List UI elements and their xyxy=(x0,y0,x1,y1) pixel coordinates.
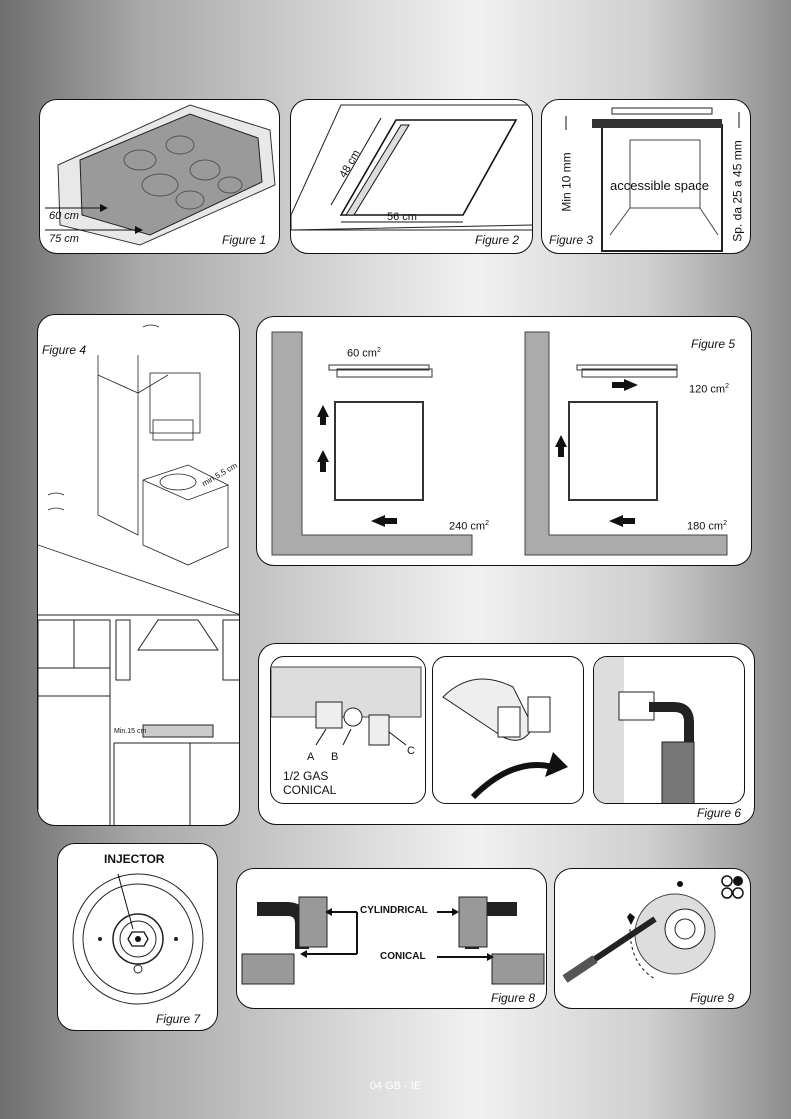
figure-8-caption: Figure 8 xyxy=(491,991,536,1005)
area-180cm2-label: 180 cm2 xyxy=(687,520,727,533)
area-180-sup: 2 xyxy=(723,520,727,527)
sp-25-45mm-label: Sp. da 25 a 45 mm xyxy=(730,140,745,242)
injector-burner-drawing xyxy=(72,873,204,1005)
min-10mm-label: Min 10 mm xyxy=(559,152,574,212)
figure-9-panel: Figure 9 xyxy=(554,868,751,1009)
figure-2-panel: 48 cm 56 cm Figure 2 xyxy=(290,99,533,254)
figure-3-panel: Min 10 mm accessible space Sp. da 25 a 4… xyxy=(541,99,751,254)
hob-cutout-illustration xyxy=(45,104,276,246)
fitting-rotation-subpanel xyxy=(432,656,584,804)
min-15cm-label: Min.15 cm xyxy=(114,728,147,735)
figure-8-panel: CYLINDRICAL CONICAL Figure 8 xyxy=(236,868,547,1009)
gas-type-label: CONICAL xyxy=(283,783,337,797)
fitting-rotation-drawing xyxy=(442,678,568,800)
area-60cm2-label: 60 cm2 xyxy=(347,347,381,360)
figure-3-caption: Figure 3 xyxy=(549,233,594,247)
area-180-value: 180 cm xyxy=(687,520,724,533)
area-120-sup: 2 xyxy=(725,383,729,390)
area-120-value: 120 cm xyxy=(689,383,726,396)
area-60-sup: 2 xyxy=(376,347,381,354)
dim-56cm-label: 56 cm xyxy=(387,211,417,223)
figure-6-caption: Figure 6 xyxy=(697,806,742,820)
gas-connector-drawing xyxy=(271,666,422,746)
knob-adjustment-drawing xyxy=(562,875,744,983)
ventilation-diagram xyxy=(271,331,728,556)
figure-7-panel: INJECTOR Figure 7 xyxy=(57,843,218,1031)
figure-6-panel: A B C 1/2 GAS CONICAL Figure 6 xyxy=(258,643,755,825)
figure-4-caption: Figure 4 xyxy=(42,343,87,357)
cylindrical-label: CYLINDRICAL xyxy=(360,905,428,916)
kitchen-installation-drawing xyxy=(38,324,239,825)
gas-connector-subpanel: A B C 1/2 GAS CONICAL xyxy=(270,656,426,804)
figure-2-caption: Figure 2 xyxy=(475,233,520,247)
figure-4-panel: Figure 4 min.5,5 cm Min.15 cm xyxy=(37,314,240,826)
area-240-sup: 2 xyxy=(485,520,489,527)
figure-5-caption: Figure 5 xyxy=(691,337,736,351)
figure-7-caption: Figure 7 xyxy=(156,1012,201,1026)
area-240cm2-label: 240 cm2 xyxy=(449,520,489,533)
figure-9-caption: Figure 9 xyxy=(690,991,735,1005)
fitting-types-drawing xyxy=(241,896,545,985)
label-b: B xyxy=(331,751,339,763)
label-a: A xyxy=(307,751,315,763)
figure-1-panel: 60 cm 75 cm Figure 1 xyxy=(39,99,280,254)
area-60-value: 60 cm xyxy=(347,347,377,360)
dim-60cm-label: 60 cm xyxy=(49,210,79,222)
elbow-hose-drawing xyxy=(594,657,695,803)
figure-5-panel: 60 cm2 240 cm2 120 cm2 180 cm2 Figure 5 xyxy=(256,316,752,566)
dim-75cm-label: 75 cm xyxy=(49,233,79,245)
accessible-space-drawing xyxy=(565,107,740,252)
label-c: C xyxy=(407,745,415,757)
injector-title: INJECTOR xyxy=(104,852,165,866)
gas-size-label: 1/2 GAS xyxy=(283,769,329,783)
area-120cm2-label: 120 cm2 xyxy=(689,383,729,396)
area-240-value: 240 cm xyxy=(449,520,486,533)
cutout-dimensions-drawing xyxy=(291,104,532,231)
accessible-space-label: accessible space xyxy=(610,178,709,193)
conical-label: CONICAL xyxy=(380,951,426,962)
elbow-hose-subpanel xyxy=(593,656,745,804)
page-number: 04 GB - IE xyxy=(369,1080,422,1092)
figure-1-caption: Figure 1 xyxy=(222,233,267,247)
